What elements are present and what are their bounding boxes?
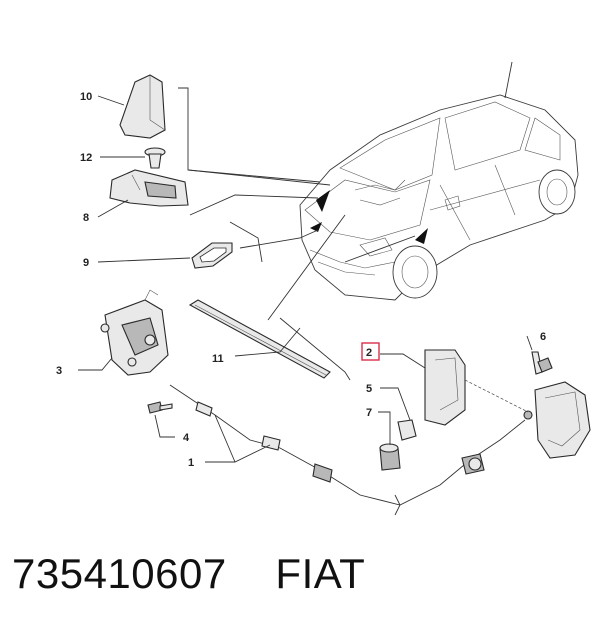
leader-group-top bbox=[178, 87, 331, 216]
part-3-latch: 3 bbox=[56, 289, 169, 377]
part-4-bolt: 4 bbox=[147, 401, 190, 444]
part-1-cable: 1 bbox=[169, 384, 526, 516]
brand-name: FIAT bbox=[275, 550, 366, 597]
callout-1: 1 bbox=[188, 457, 194, 469]
highlight-box bbox=[361, 342, 380, 361]
callout-11: 11 bbox=[212, 353, 224, 365]
part-6-screw: 6 bbox=[526, 331, 553, 375]
part-9-seal: 9 bbox=[83, 221, 319, 269]
callout-8: 8 bbox=[83, 212, 89, 224]
callout-2: 2 bbox=[366, 347, 372, 359]
part-12-clip: 12 bbox=[80, 147, 166, 169]
part-number: 735410607 bbox=[12, 550, 227, 597]
part-10-bracket: 10 bbox=[80, 74, 166, 139]
callout-12: 12 bbox=[80, 152, 92, 164]
callout-5: 5 bbox=[366, 383, 372, 395]
part-5-clip: 5 bbox=[366, 383, 417, 441]
callout-7: 7 bbox=[366, 407, 372, 419]
part-8-bracket: 8 bbox=[83, 169, 189, 224]
part-7-grommet: 7 bbox=[366, 407, 401, 471]
part-2-handle: 2 bbox=[361, 342, 466, 426]
callout-10: 10 bbox=[80, 91, 92, 103]
car-illustration bbox=[299, 61, 579, 301]
handle-mount bbox=[464, 379, 591, 459]
part-caption: 735410607 FIAT bbox=[12, 550, 365, 598]
part-11-strip: 11 bbox=[188, 214, 351, 381]
callout-3: 3 bbox=[56, 365, 62, 377]
callout-9: 9 bbox=[83, 257, 89, 269]
callout-4: 4 bbox=[183, 432, 190, 444]
callout-6: 6 bbox=[540, 331, 546, 343]
